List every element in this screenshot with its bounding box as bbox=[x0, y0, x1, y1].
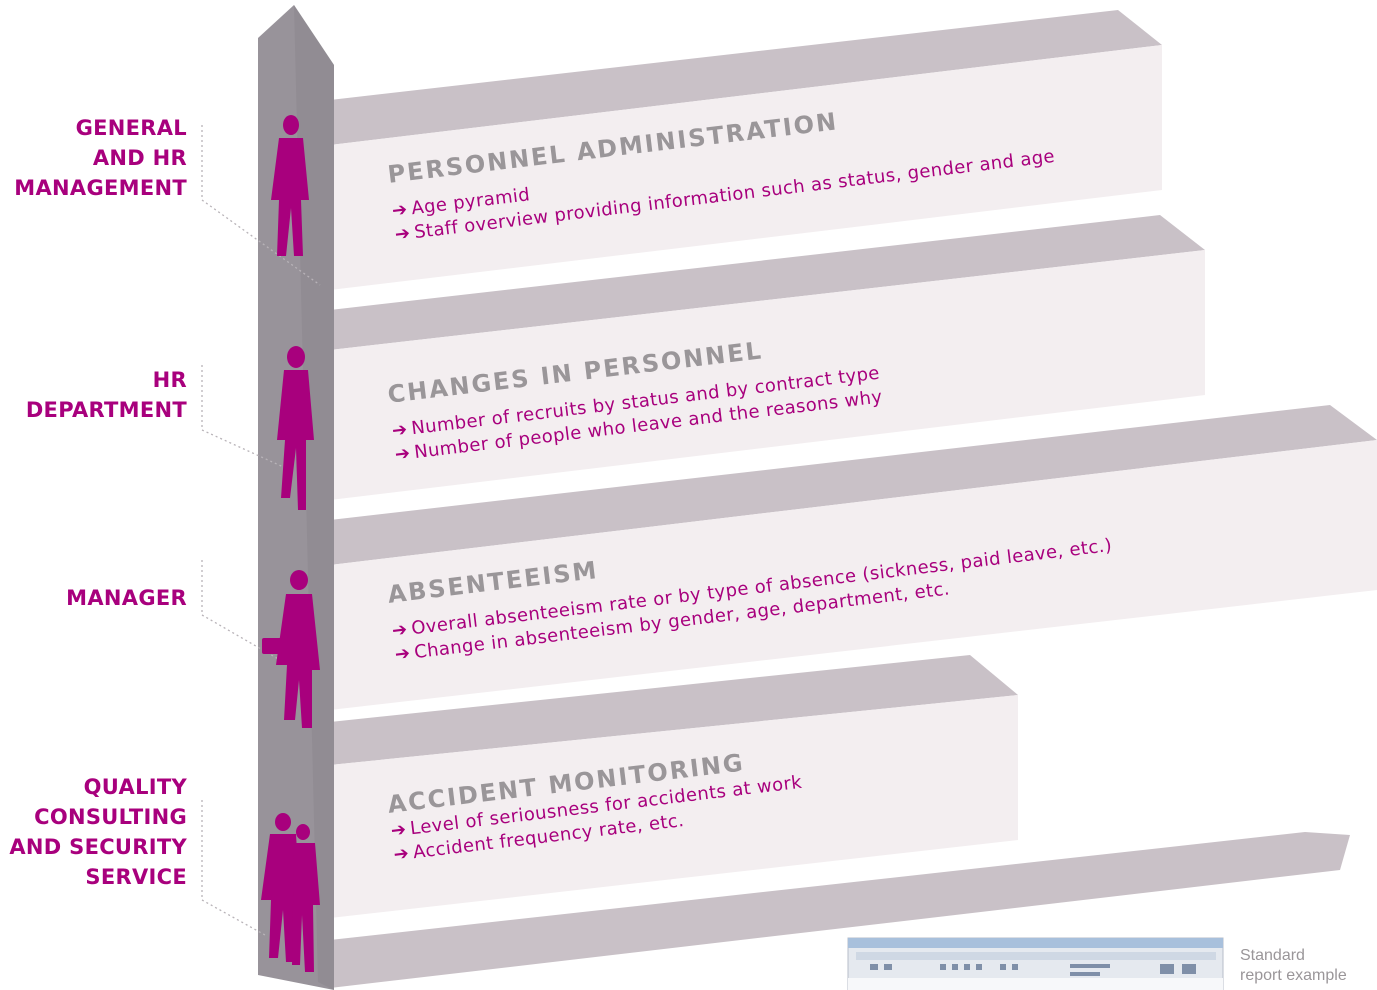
person-icon-manager bbox=[262, 570, 320, 728]
slab-absenteeism bbox=[330, 405, 1377, 710]
pillar bbox=[258, 5, 334, 990]
report-caption: Standard report example bbox=[1240, 947, 1347, 984]
connector-lines bbox=[201, 125, 321, 936]
slab-personnel-administration bbox=[330, 10, 1162, 290]
slab-changes-in-personnel bbox=[330, 215, 1205, 500]
report-thumbnail bbox=[847, 937, 1224, 990]
person-icon-hr-department bbox=[277, 346, 314, 510]
people-icon-quality-service bbox=[261, 813, 320, 972]
slab-accident-monitoring bbox=[330, 655, 1018, 918]
person-icon-management bbox=[271, 115, 309, 256]
role-manager: MANAGER bbox=[66, 586, 187, 610]
slab-base bbox=[330, 832, 1350, 988]
